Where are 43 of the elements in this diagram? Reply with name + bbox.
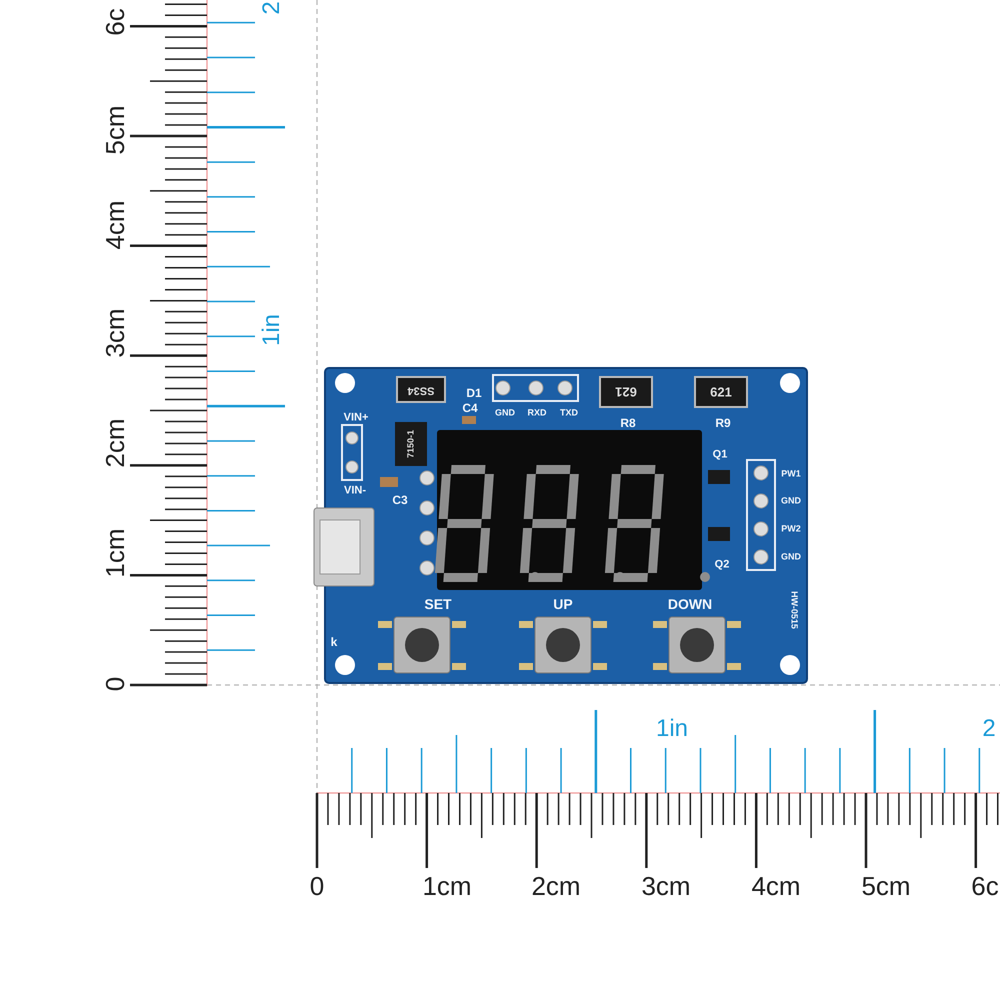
- ruler-number: 3cm: [102, 308, 128, 358]
- pin-label: PW2: [781, 524, 801, 534]
- ruler-number: 2: [260, 1, 284, 15]
- component-label: R9: [715, 417, 731, 429]
- button-label: SET: [424, 597, 452, 611]
- pin-label: VIN+: [344, 412, 368, 424]
- ruler-number: 1cm: [102, 528, 128, 578]
- component-label: Q1: [712, 450, 728, 460]
- pin-label: GND: [781, 496, 801, 506]
- component-label: C3: [392, 494, 408, 506]
- ruler-number: 0: [310, 873, 324, 899]
- board-marking: k: [330, 636, 338, 648]
- pin-label: TXD: [560, 408, 578, 418]
- pin-label: VIN-: [344, 486, 366, 496]
- component-label: C4: [462, 402, 478, 414]
- pin-label: RXD: [528, 408, 546, 418]
- button-label: UP: [553, 597, 573, 611]
- ruler-number: 5cm: [861, 873, 911, 899]
- ruler-number: 4cm: [102, 200, 128, 250]
- pin-label: PW1: [781, 470, 801, 478]
- ruler-number: 2: [982, 717, 996, 741]
- ruler-number: 2cm: [531, 873, 581, 899]
- ruler-number: 6c: [971, 873, 999, 899]
- button-label: DOWN: [668, 597, 712, 611]
- ruler-number: 1in: [656, 717, 688, 741]
- chip-marking: 7150-1: [406, 430, 416, 458]
- ruler-number: 0: [102, 676, 128, 692]
- chip-marking: SS34: [408, 384, 434, 396]
- ruler-number: 2cm: [102, 418, 128, 468]
- pin-label: GND: [781, 552, 801, 562]
- board-model-marking: HW-0515: [790, 591, 798, 629]
- ruler-number: 4cm: [751, 873, 801, 899]
- ruler-number: 3cm: [641, 873, 691, 899]
- chip-marking: 621: [710, 386, 732, 398]
- ruler-number: 6c: [102, 8, 128, 36]
- component-label: Q2: [714, 560, 730, 570]
- ruler-number: 1in: [260, 314, 284, 346]
- ruler-number: 1cm: [422, 873, 472, 899]
- pin-label: GND: [495, 408, 515, 418]
- component-label: R8: [620, 417, 636, 429]
- component-label: D1: [466, 387, 482, 399]
- ruler-number: 5cm: [102, 105, 128, 155]
- chip-marking: 621: [615, 386, 637, 398]
